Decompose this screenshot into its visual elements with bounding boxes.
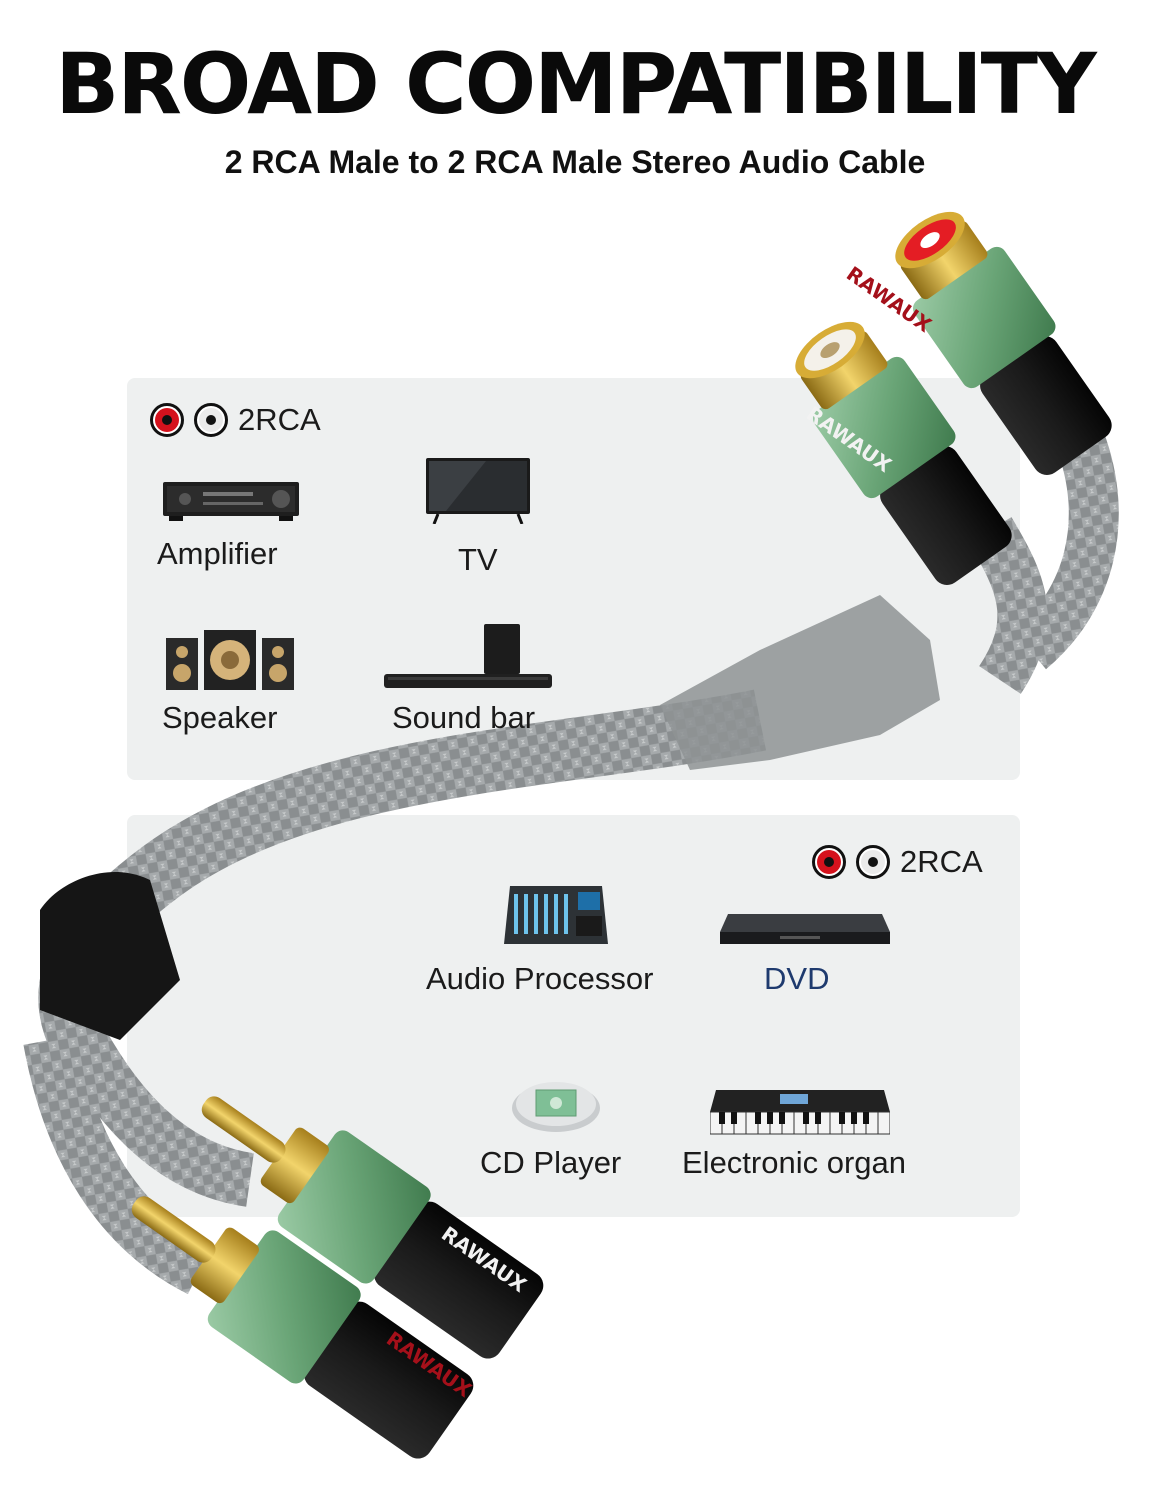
red-rca-icon: [812, 845, 846, 879]
amplifier-icon: [163, 482, 299, 521]
device-label-electronic-organ: Electronic organ: [682, 1145, 907, 1180]
connector-tag: 2RCA: [812, 844, 983, 880]
connector-label: 2RCA: [238, 402, 321, 437]
cd-player-icon: [512, 1082, 600, 1132]
device-label-sound-bar: Sound bar: [392, 700, 536, 735]
tv-icon: [426, 458, 530, 524]
red-rca-icon: [150, 403, 184, 437]
speaker-icon: [166, 630, 294, 690]
white-rca-icon: [194, 403, 228, 437]
keyboard-icon: [710, 1090, 890, 1135]
device-label-tv: TV: [458, 542, 498, 577]
mixer-icon: [504, 886, 608, 944]
device-label-amplifier: Amplifier: [157, 536, 278, 571]
page-subtitle: 2 RCA Male to 2 RCA Male Stereo Audio Ca…: [224, 144, 926, 180]
connector-tag: 2RCA: [150, 402, 321, 438]
connector-label: 2RCA: [900, 844, 983, 879]
page-title: BROAD COMPATIBILITY: [55, 35, 1097, 133]
device-label-speaker: Speaker: [162, 700, 278, 735]
device-label-cd-player: CD Player: [480, 1145, 622, 1180]
device-label-dvd: DVD: [764, 961, 830, 996]
soundbar-icon: [384, 624, 552, 688]
dvd-icon: [720, 914, 890, 944]
device-label-audio-processor: Audio Processor: [426, 961, 654, 996]
white-rca-icon: [856, 845, 890, 879]
